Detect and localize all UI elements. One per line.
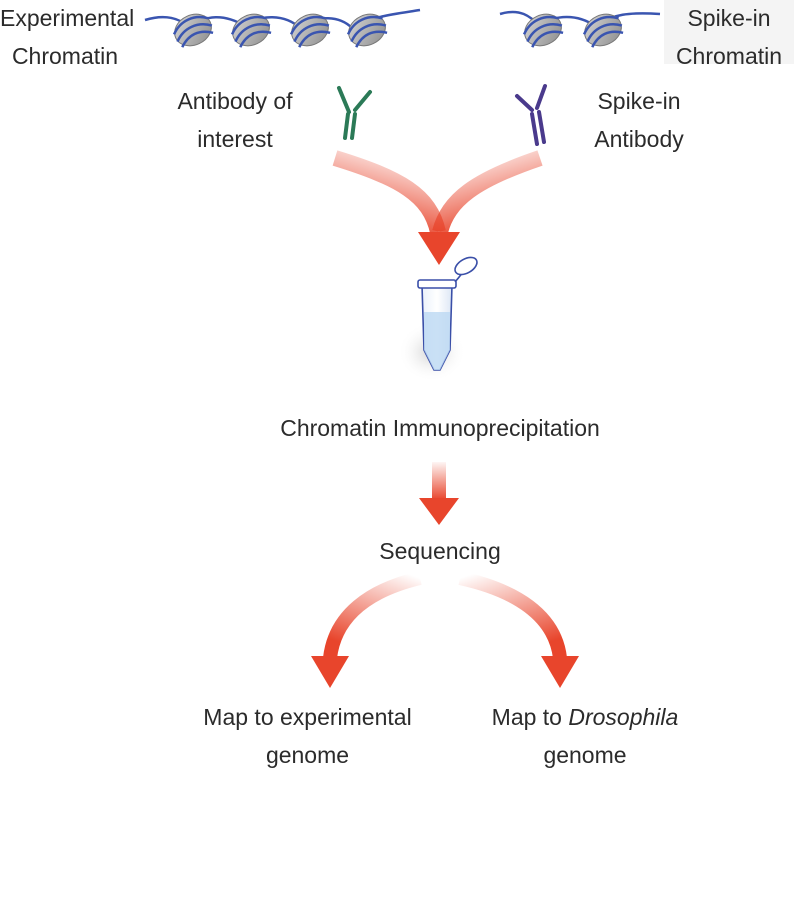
arrow-down-icon bbox=[419, 498, 459, 525]
curved-arrow-to-drosophila bbox=[458, 571, 567, 660]
spikein-antibody-icon bbox=[515, 84, 547, 146]
curved-arrow-left bbox=[332, 150, 446, 235]
spikein-label-background bbox=[664, 0, 794, 64]
spikein-nucleosomes bbox=[522, 13, 624, 48]
microcentrifuge-tube-icon bbox=[398, 256, 478, 382]
spikein-antibody-label: Spike-in Antibody bbox=[594, 88, 684, 152]
chip-label: Chromatin Immunoprecipitation bbox=[280, 415, 600, 441]
curved-arrow-right bbox=[432, 150, 543, 235]
nucleosome-icon bbox=[230, 13, 272, 48]
arrow-down-icon bbox=[311, 656, 349, 688]
spikein-dna-strand bbox=[499, 10, 661, 28]
experimental-nucleosomes bbox=[172, 13, 388, 48]
nucleosome-icon bbox=[289, 13, 331, 48]
map-experimental-label: Map to experimental genome bbox=[203, 704, 412, 768]
nucleosome-icon bbox=[582, 13, 624, 48]
map-drosophila-label: Map to Drosophila genome bbox=[491, 704, 679, 768]
drosophila-italic: Drosophila bbox=[568, 704, 679, 730]
sequencing-label: Sequencing bbox=[379, 538, 501, 564]
nucleosome-icon bbox=[522, 13, 564, 48]
arrow-shaft bbox=[432, 462, 446, 500]
antibody-of-interest-icon bbox=[337, 86, 372, 140]
nucleosome-icon bbox=[172, 13, 214, 48]
arrow-down-icon bbox=[541, 656, 579, 688]
arrow-down-icon bbox=[418, 232, 460, 265]
curved-arrow-to-experimental bbox=[323, 571, 422, 660]
nucleosome-icon bbox=[346, 13, 388, 48]
experimental-chromatin-label: Experimental Chromatin bbox=[0, 5, 135, 69]
spikein-chromatin-label: Spike-in Chromatin bbox=[675, 5, 783, 69]
antibody-of-interest-label: Antibody of interest bbox=[177, 88, 293, 152]
